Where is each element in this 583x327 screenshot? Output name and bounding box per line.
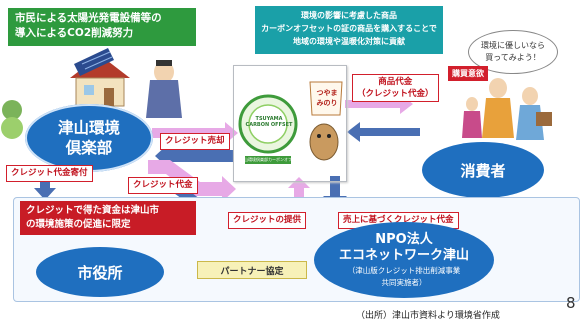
eco-product-line-3: 地域の環境や温暖化対策に貢献 <box>293 37 405 46</box>
credit-fee-arrow <box>155 144 233 168</box>
partner-agreement-label: パートナー協定 <box>197 261 307 279</box>
club-line-2: 倶楽部 <box>65 139 113 157</box>
product-arrow <box>345 94 413 114</box>
center-panel-illustrations <box>238 81 343 164</box>
club-line-1: 津山環境 <box>57 119 120 137</box>
city-hall-cloud: 市役所 <box>36 247 164 297</box>
source-note: （出所）津山市資料より環境省作成 <box>356 311 500 321</box>
credit-donation-tag: クレジット代金寄付 <box>6 165 93 182</box>
npo-sub-1: （津山版クレジット排出削減事業 <box>347 266 461 275</box>
center-product-panel: TSUYAMA CARBON OFFSET 津山環境倶楽部カーボンオフセット つ… <box>233 65 347 182</box>
family-shoppers-icon <box>462 78 552 140</box>
citizen-effort-line-2: 導入によるCO2削減努力 <box>15 27 134 39</box>
npo-line-2: エコネットワーク津山 <box>338 248 469 263</box>
product-name: つやまみのり <box>316 89 338 107</box>
eco-product-callout: 環境の影響に考慮した商品 カーボンオフセットの証の商品を購入することで 地域の環… <box>255 6 443 54</box>
purchase-intent-tag: 購買意欲 <box>448 66 488 81</box>
credit-provide-arrow <box>288 177 310 208</box>
samurai-mascot-icon <box>146 60 182 118</box>
product-fee-tag: 商品代金 （クレジット代金） <box>352 74 439 102</box>
bubble-line-2: 買ってみよう！ <box>485 53 541 62</box>
solar-house-icon <box>70 48 130 107</box>
fund-restriction-note: クレジットで得た資金は津山市 の環境施策の促進に限定 <box>20 201 196 235</box>
page-number: 8 <box>566 294 576 312</box>
offset-caption: 津山環境倶楽部カーボンオフセット <box>240 157 300 168</box>
consumer-cloud: 消費者 <box>422 142 544 198</box>
product-fee-arrow <box>347 122 420 142</box>
npo-cloud: NPO法人 エコネットワーク津山 （津山版クレジット排出削減事業 共同実施者） <box>314 222 494 298</box>
npo-line-1: NPO法人 <box>375 232 433 247</box>
npo-sub-2: 共同実施者） <box>381 278 427 287</box>
mascot-left-icon <box>1 100 23 139</box>
credit-fee-tag: クレジット代金 <box>128 177 198 194</box>
tsuyama-environment-club: 津山環境 倶楽部 <box>25 104 153 172</box>
offset-logo-text: TSUYAMA CARBON OFFSET <box>245 116 293 128</box>
product-fee-line-1: 商品代金 <box>378 77 413 87</box>
bubble-line-1: 環境に優しいなら <box>481 41 545 50</box>
credit-sale-tag: クレジット売却 <box>160 133 230 150</box>
citizen-effort-callout: 市民による太陽光発電設備等の 導入によるCO2削減努力 <box>8 8 196 46</box>
donation-arrow <box>34 170 56 200</box>
eco-product-line-1: 環境の影響に考慮した商品 <box>301 11 397 20</box>
product-fee-line-2: （クレジット代金） <box>357 89 434 99</box>
credit-provide-tag: クレジットの提供 <box>228 212 307 229</box>
citizen-effort-line-1: 市民による太陽光発電設備等の <box>15 12 162 24</box>
eco-product-line-2: カーボンオフセットの証の商品を購入することで <box>261 24 437 33</box>
consumer-speech-bubble: 環境に優しいなら 買ってみよう！ <box>468 30 558 74</box>
fund-note-line-1: クレジットで得た資金は津山市 <box>26 205 160 216</box>
fund-note-line-2: の環境施策の促進に限定 <box>26 219 131 230</box>
